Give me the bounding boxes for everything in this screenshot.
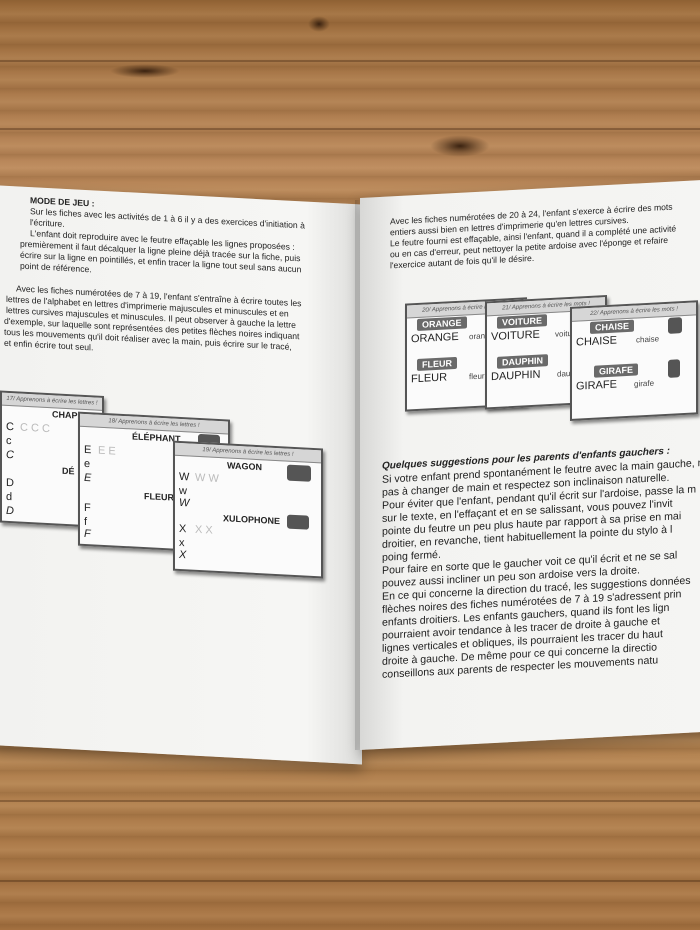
left-para1-line: point de référence. [20,260,92,275]
example-letter: W [179,496,190,510]
table-plank-seam [0,800,700,802]
wagon-picture [287,464,311,482]
card-word-label: VOITURE [497,314,548,329]
example-letter: D [6,504,14,518]
example-letter: F [84,501,91,515]
example-letter: c [6,434,12,448]
wood-knot [430,135,490,157]
card-word: WAGON [227,460,262,473]
example-letter: X [179,548,187,562]
card-word-cursive: chaise [636,334,660,345]
example-letter: D [6,476,14,490]
card-word2: XULOPHONE [223,513,281,527]
example-letter: W [179,470,190,484]
xylophone-picture [287,514,309,530]
card-word: FLEUR [411,371,448,386]
card-word-cursive: girafe [634,378,655,389]
card-header: 17/ Apprenons à écrire les lettres ! [2,392,102,411]
example-letter: C [6,420,14,434]
card-header: 18/ Apprenons à écrire les lettres ! [80,413,228,435]
table-plank-seam [0,128,700,130]
example-letter: x [179,536,185,550]
card-word2: DÉ [62,465,75,477]
wood-knot [110,64,180,78]
wood-knot [308,16,330,32]
booklet-left-page: MODE DE JEU : Sur les fiches avec les ac… [0,185,362,765]
example-letter: d [6,490,13,504]
left-para1-line: Sur les fiches avec les activités de 1 à… [30,206,305,231]
card-word-label: DAUPHIN [497,354,549,369]
example-letter: C [6,448,14,462]
card-word-cursive: fleur [469,371,485,382]
example-letter: X [179,522,187,536]
example-letter: E [84,443,92,457]
activity-card-19: 19/ Apprenons à écrire les lettres ! WAG… [173,440,323,579]
card-word-label: ORANGE [417,316,467,332]
table-plank-seam [0,60,700,62]
example-letter: F [84,527,91,541]
card-word-label: GIRAFE [594,363,639,378]
card-word2: FLEUR [144,491,174,503]
card-word: ORANGE [411,330,459,346]
activity-card-22: 22/ Apprenons à écrire les mots ! CHAISE… [570,300,698,421]
chair-picture [668,317,682,334]
booklet-right-page: Avec les fiches numérotées de 20 à 24, l… [360,179,700,751]
card-word: CHAISE [576,334,617,349]
card-word: VOITURE [491,328,540,344]
card-header: 19/ Apprenons à écrire les lettres ! [175,442,321,464]
giraffe-picture [668,359,680,378]
card-word: DAUPHIN [491,368,541,384]
example-letter: f [84,515,88,529]
example-letter: e [84,457,91,471]
card-word-label: FLEUR [417,356,457,372]
card-word: GIRAFE [576,378,617,393]
example-letter: w [179,484,187,498]
card-word-label: CHAISE [590,319,635,334]
table-plank-seam [0,880,700,882]
example-letter: E [84,471,92,485]
